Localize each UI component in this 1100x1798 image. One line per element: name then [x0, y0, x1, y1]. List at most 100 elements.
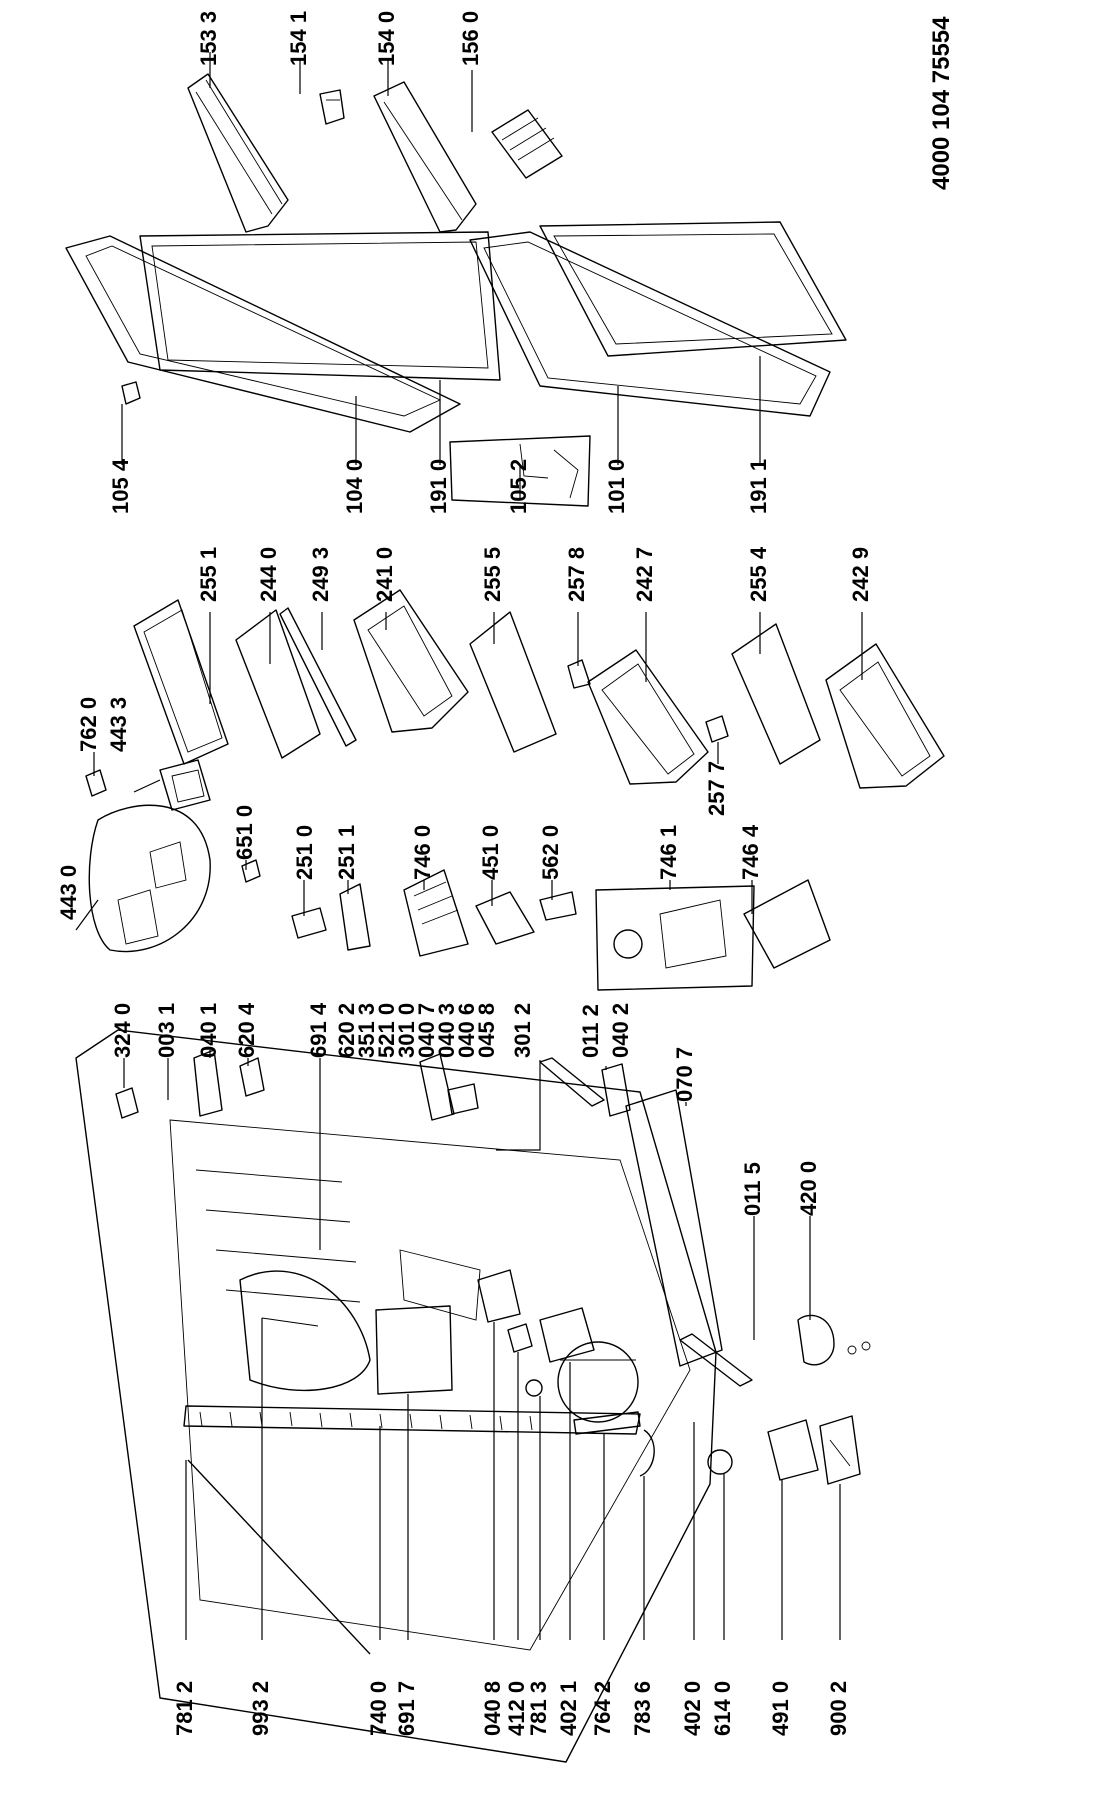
door-gasket-191-0	[139, 231, 501, 381]
part-label: 764 2	[590, 1680, 615, 1736]
freezer-drawer-242-7	[587, 649, 709, 785]
relay-402-1	[539, 1307, 595, 1363]
leader-lines	[75, 52, 863, 1640]
hinge-105-4	[121, 381, 141, 405]
part-label: 249 3	[308, 546, 333, 602]
part-label: 402 0	[680, 1680, 705, 1736]
fridge-door-104-0	[65, 235, 461, 433]
bracket-040-1	[193, 1049, 223, 1117]
part-412-0	[507, 1323, 533, 1353]
part-label: 101 0	[604, 458, 629, 514]
plinth-070-7	[625, 1089, 723, 1367]
part-label: 070 7	[672, 1046, 697, 1102]
shelf-trim-249-3	[279, 607, 357, 747]
part-label: 105 4	[108, 458, 133, 514]
glass-shelf-255-5	[469, 611, 557, 753]
part-label: 154 1	[286, 10, 311, 66]
part-label: 191 0	[426, 458, 451, 514]
door-gasket-191-1	[539, 221, 847, 357]
harness-900-2	[819, 1415, 861, 1485]
control-box-691-7	[375, 1305, 453, 1395]
part-label: 324 0	[110, 1002, 135, 1058]
part-label: 040 8	[480, 1680, 505, 1736]
shelf-255-1	[133, 599, 229, 765]
part-label: 746 1	[656, 824, 681, 880]
label-251-0	[291, 907, 327, 939]
part-label: 257 8	[564, 546, 589, 602]
lamp-651-0	[241, 859, 261, 883]
drawer-241-0	[353, 589, 469, 733]
glass-shelf-255-4	[731, 623, 821, 765]
rail-011-2	[539, 1057, 605, 1107]
part-620-4	[239, 1057, 265, 1097]
part-label: 104 0	[342, 458, 367, 514]
part-label: 255 4	[746, 546, 771, 602]
part-label: 191 1	[746, 458, 771, 514]
fan-assembly-443-0	[88, 804, 211, 953]
clip-154-1	[319, 89, 345, 125]
part-label: 251 1	[334, 824, 359, 880]
condenser-740-0	[183, 1405, 641, 1435]
egg-tray-156-0	[491, 109, 563, 179]
part-label: 620 4	[234, 1002, 259, 1058]
part-label: 781 3	[526, 1680, 551, 1736]
part-label: 783 6	[630, 1680, 655, 1736]
part-label: 443 3	[106, 696, 131, 752]
part-label: 740 0	[366, 1680, 391, 1736]
part-label: 251 0	[292, 824, 317, 880]
tube-783-6	[639, 1429, 655, 1477]
part-label: 614 0	[710, 1680, 735, 1736]
part-label: 746 4	[738, 824, 763, 880]
part-label: 402 1	[556, 1680, 581, 1736]
duct-040-8	[477, 1269, 521, 1323]
part-label: 301 2	[510, 1002, 535, 1058]
part-label: 691 4	[306, 1002, 331, 1058]
capacitor-420-0	[797, 1314, 871, 1366]
clip-257-7	[705, 715, 729, 743]
part-label: 045 8	[474, 1002, 499, 1058]
part-label: 255 1	[196, 546, 221, 602]
part-label: 244 0	[256, 546, 281, 602]
part-label: 781 2	[172, 1680, 197, 1736]
part-label: 762 0	[76, 696, 101, 752]
part-label: 491 0	[768, 1680, 793, 1736]
cover-491-0	[767, 1419, 819, 1481]
part-label: 562 0	[538, 824, 563, 880]
clip-257-8	[567, 659, 591, 689]
door-balcony-154-0	[373, 81, 477, 233]
document-number: 4000 104 75554	[928, 16, 955, 190]
part-label: 242 9	[848, 546, 873, 602]
part-label: 451 0	[478, 824, 503, 880]
part-label: 040 1	[196, 1002, 221, 1058]
part-label: 153 3	[196, 10, 221, 66]
part-label: 691 7	[394, 1680, 419, 1736]
part-781-3	[525, 1379, 543, 1397]
drier-764-2	[573, 1411, 641, 1435]
cover-324-0	[115, 1087, 139, 1119]
part-label: 420 0	[796, 1160, 821, 1216]
light-area-993-2	[239, 1270, 371, 1392]
part-label: 156 0	[458, 10, 483, 66]
heater-451-0	[475, 891, 535, 945]
part-label: 443 0	[56, 864, 81, 920]
freezer-drawer-242-9	[825, 643, 945, 789]
cabinet-003-1	[75, 1029, 717, 1763]
part-label: 255 5	[480, 546, 505, 602]
air-cover-443-3	[159, 759, 211, 811]
part-label: 242 7	[632, 546, 657, 602]
part-label: 651 0	[232, 804, 257, 860]
part-label: 011 2	[578, 1004, 603, 1058]
rail-011-5	[679, 1333, 753, 1387]
sensor-614-0	[707, 1449, 733, 1475]
hinge-kit-105-2	[449, 435, 591, 507]
part-label: 746 0	[410, 824, 435, 880]
freezer-door-101-0	[469, 231, 831, 417]
door-balcony-153-3	[187, 73, 289, 233]
evaporator-746-0	[403, 869, 469, 957]
part-label: 154 0	[374, 10, 399, 66]
tube-781-2	[187, 1459, 371, 1655]
fan-group-746-1	[595, 885, 755, 991]
part-label: 241 0	[372, 546, 397, 602]
